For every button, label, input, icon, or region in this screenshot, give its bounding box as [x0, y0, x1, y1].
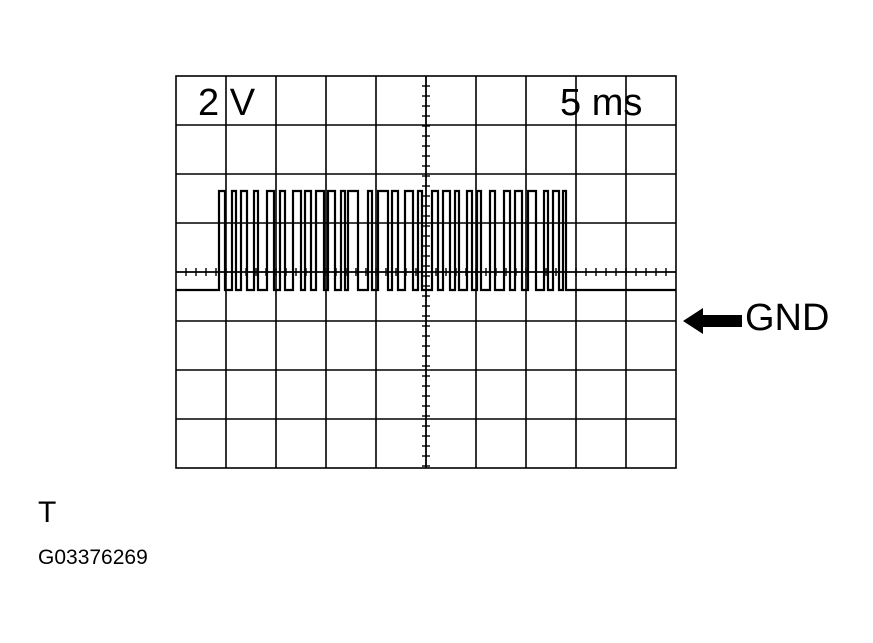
volts-per-division: 2 V: [198, 82, 256, 124]
time-per-division: 5 ms: [560, 82, 643, 124]
figure-code: G03376269: [38, 546, 148, 569]
ground-level-label: GND: [745, 297, 830, 339]
terminal-label: T: [38, 496, 57, 529]
gnd-arrow-icon: [683, 308, 742, 334]
signal-trace: [176, 189, 676, 292]
screen-grid: [175, 75, 677, 469]
